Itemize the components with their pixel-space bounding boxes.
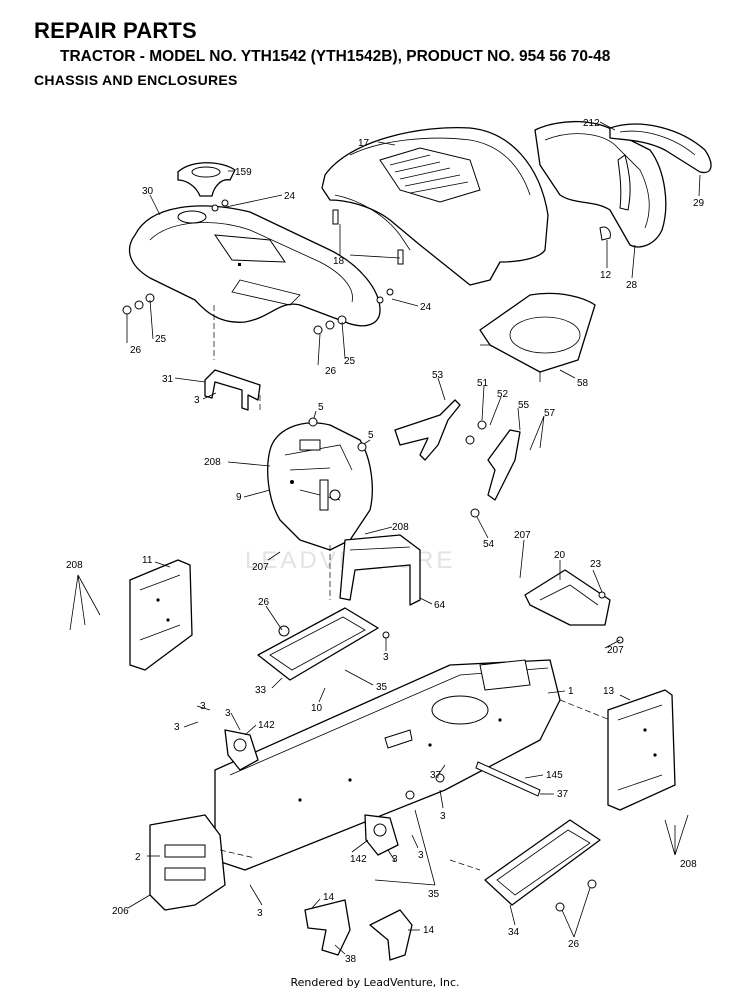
callout-145: 145	[546, 770, 563, 781]
callout-3-bottom: 3	[257, 908, 263, 919]
front-bracket-part	[149, 814, 226, 911]
callout-29: 29	[693, 198, 705, 209]
callout-26-right: 26	[325, 366, 337, 377]
callout-17: 17	[358, 138, 370, 149]
callout-3-footrest: 3	[383, 652, 389, 663]
callout-64: 64	[434, 600, 446, 611]
page-title: REPAIR PARTS	[34, 18, 197, 43]
callout-208-dash: 208	[204, 457, 221, 468]
callout-142-lower: 142	[350, 854, 367, 865]
callout-57: 57	[544, 408, 556, 419]
left-side-panel-part	[129, 559, 193, 671]
guide-lines	[213, 305, 611, 871]
callout-142-top: 142	[258, 720, 275, 731]
callout-3-front-b: 3	[174, 722, 180, 733]
right-side-panel-part	[607, 689, 676, 811]
callout-159: 159	[235, 167, 252, 178]
callout-206: 206	[112, 906, 129, 917]
lever-bracket-part	[394, 399, 521, 501]
callout-58: 58	[577, 378, 589, 389]
callout-11: 11	[142, 555, 153, 566]
callout-35-frame: 35	[428, 889, 440, 900]
callout-2: 2	[135, 852, 141, 863]
callout-23: 23	[590, 559, 602, 570]
callout-30: 30	[142, 186, 154, 197]
callout-28: 28	[626, 280, 638, 291]
callout-26-left: 26	[130, 345, 142, 356]
callout-208-right: 208	[392, 522, 409, 533]
hood-part	[321, 126, 549, 286]
callout-34: 34	[508, 927, 520, 938]
callout-9: 9	[236, 492, 242, 503]
right-footrest-part	[484, 819, 601, 906]
callout-35-footrest: 35	[376, 682, 388, 693]
callout-37-upper: 37	[430, 770, 442, 781]
callout-3-frame: 3	[440, 811, 446, 822]
callout-26-footrest: 26	[258, 597, 270, 608]
callout-3-front-a: 3	[200, 701, 206, 712]
callout-207-plate: 207	[514, 530, 531, 541]
model-subtitle: TRACTOR - MODEL NO. YTH1542 (YTH1542B), …	[60, 48, 611, 65]
lower-bracket-part	[304, 899, 413, 961]
callout-51: 51	[477, 378, 489, 389]
callout-12: 12	[600, 270, 612, 281]
callout-1: 1	[568, 686, 574, 697]
section-title: CHASSIS AND ENCLOSURES	[34, 72, 238, 88]
callout-24-mid: 24	[420, 302, 432, 313]
callout-25-right: 25	[344, 356, 356, 367]
callout-37-lower: 37	[557, 789, 569, 800]
callout-13: 13	[603, 686, 615, 697]
left-footrest-part	[257, 607, 379, 681]
callout-207-dash: 207	[252, 562, 269, 573]
footer-credit: Rendered by LeadVenture, Inc.	[290, 976, 460, 989]
callout-14-right: 14	[423, 925, 435, 936]
pivot-bracket-part	[224, 729, 399, 856]
callout-25-left: 25	[155, 334, 167, 345]
leader-lines	[69, 121, 701, 955]
steering-bracket-part	[339, 534, 421, 606]
callout-208-rear: 208	[680, 859, 697, 870]
callout-20: 20	[554, 550, 566, 561]
dash-panel-part	[267, 422, 373, 551]
callout-18: 18	[333, 256, 345, 267]
fasteners	[122, 199, 624, 912]
seat-mount-part	[177, 162, 236, 197]
callout-208-panel: 208	[66, 560, 83, 571]
callout-labels: 17 212 159 30 24 29 18 12 28 24 25 26 25…	[66, 118, 705, 965]
callout-31: 31	[162, 374, 174, 385]
callout-10: 10	[311, 703, 323, 714]
callout-3-pivot-a: 3	[392, 854, 398, 865]
grille-part	[534, 120, 712, 248]
callout-33: 33	[255, 685, 267, 696]
callout-54: 54	[483, 539, 495, 550]
mount-plate-part	[524, 569, 611, 626]
callout-38: 38	[345, 954, 357, 965]
callout-5-right: 5	[368, 430, 374, 441]
tank-shield-part	[479, 292, 596, 382]
callout-3-bracket: 3	[194, 395, 200, 406]
callout-26-bottom: 26	[568, 939, 580, 950]
callout-55: 55	[518, 400, 530, 411]
fender-bracket-part	[204, 369, 261, 411]
callout-24-top: 24	[284, 191, 296, 202]
callout-212: 212	[583, 118, 600, 129]
callout-14-left: 14	[323, 892, 335, 903]
callout-52: 52	[497, 389, 509, 400]
callout-3-pivot-b: 3	[418, 850, 424, 861]
callout-3-front-c: 3	[225, 708, 231, 719]
rod-part	[475, 761, 541, 797]
exploded-parts-diagram: LEADVENTURE	[66, 118, 712, 965]
callout-53: 53	[432, 370, 444, 381]
main-frame-part	[214, 659, 561, 871]
callout-5-left: 5	[318, 402, 324, 413]
callout-207-lower: 207	[607, 645, 624, 656]
fender-part	[128, 205, 381, 327]
